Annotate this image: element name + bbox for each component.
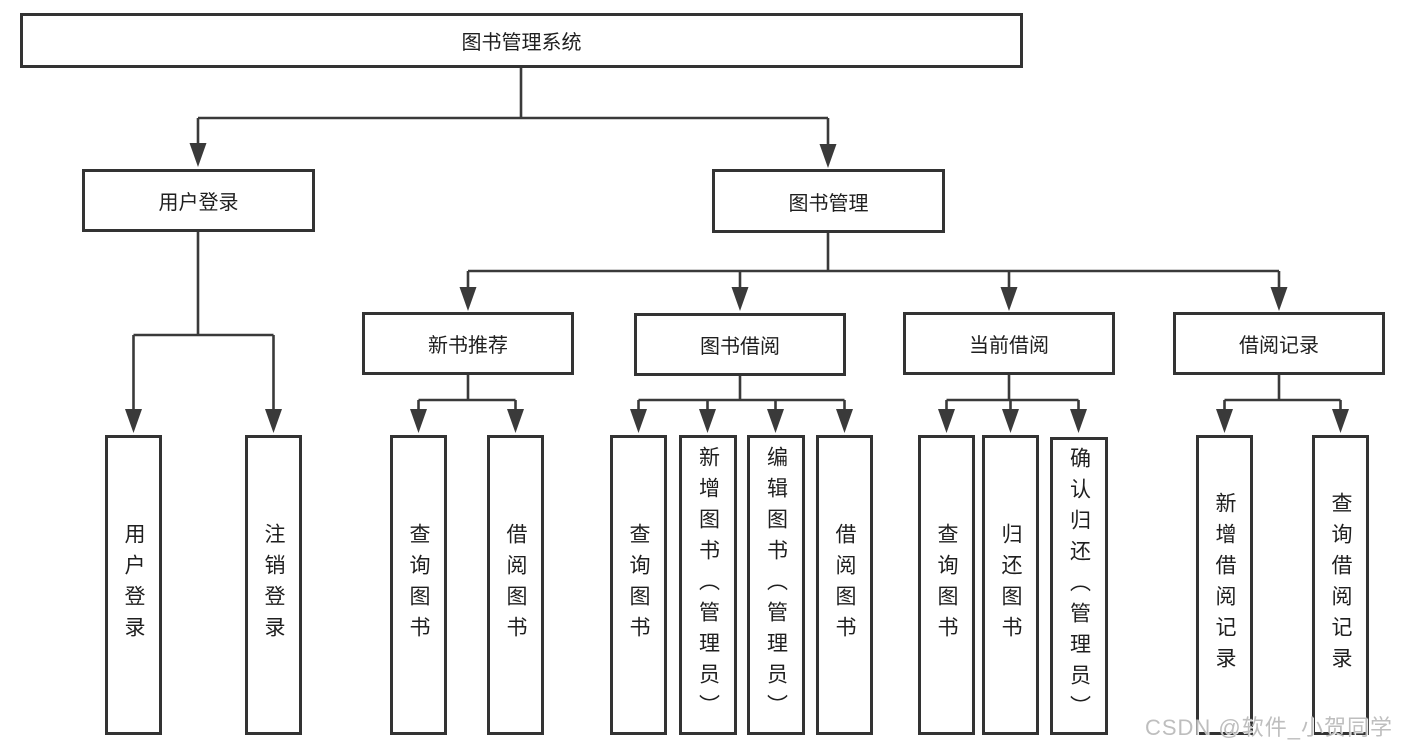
node-label: 图书借阅 bbox=[700, 336, 780, 358]
leaf-return-books: 归还图书 bbox=[982, 435, 1039, 735]
watermark: CSDN @软件_小贺同学 bbox=[1144, 715, 1393, 740]
leaf-query-books-borrow: 查询图书 bbox=[610, 435, 667, 735]
node-label: 新书推荐 bbox=[428, 335, 508, 357]
leaf-borrow-books: 借阅图书 bbox=[816, 435, 873, 735]
node-label: 查询图书 bbox=[407, 523, 430, 647]
node-label: 用户登录 bbox=[122, 523, 145, 647]
node-borrow-records: 借阅记录 bbox=[1173, 312, 1385, 375]
node-label: 确认归还（管理员） bbox=[1067, 446, 1091, 726]
node-root-system: 图书管理系统 bbox=[20, 13, 1023, 68]
leaf-borrow-books-recommend: 借阅图书 bbox=[487, 435, 544, 735]
node-label: 查询借阅记录 bbox=[1329, 492, 1352, 678]
node-label: 图书管理 bbox=[788, 192, 869, 215]
node-new-book-recommend: 新书推荐 bbox=[362, 312, 574, 375]
node-label: 归还图书 bbox=[999, 523, 1022, 647]
node-label: 编辑图书（管理员） bbox=[764, 445, 788, 725]
leaf-logout: 注销登录 bbox=[245, 435, 302, 735]
node-book-management: 图书管理 bbox=[712, 169, 945, 233]
node-label: 新增借阅记录 bbox=[1213, 492, 1236, 678]
node-book-borrow: 图书借阅 bbox=[634, 313, 846, 376]
node-label: 查询图书 bbox=[935, 523, 958, 647]
node-user-login: 用户登录 bbox=[82, 169, 315, 232]
leaf-user-login: 用户登录 bbox=[105, 435, 162, 735]
node-label: 用户登录 bbox=[158, 192, 239, 214]
leaf-edit-books-admin: 编辑图书（管理员） bbox=[747, 435, 805, 735]
leaf-query-books-current: 查询图书 bbox=[918, 435, 975, 735]
node-label: 当前借阅 bbox=[969, 335, 1049, 357]
leaf-query-books-recommend: 查询图书 bbox=[390, 435, 447, 735]
node-label: 借阅记录 bbox=[1239, 335, 1319, 357]
leaf-confirm-return-admin: 确认归还（管理员） bbox=[1050, 437, 1108, 735]
leaf-query-borrow-record: 查询借阅记录 bbox=[1312, 435, 1369, 735]
node-label: 新增图书（管理员） bbox=[696, 445, 720, 725]
arrowhead-icons bbox=[125, 143, 1349, 433]
node-label: 借阅图书 bbox=[833, 523, 856, 647]
node-label: 注销登录 bbox=[262, 523, 285, 647]
node-label: 借阅图书 bbox=[504, 523, 527, 647]
leaf-add-borrow-record: 新增借阅记录 bbox=[1196, 435, 1253, 735]
node-label: 查询图书 bbox=[627, 523, 650, 647]
leaf-add-books-admin: 新增图书（管理员） bbox=[679, 435, 737, 735]
node-current-borrow: 当前借阅 bbox=[903, 312, 1115, 375]
node-label: 图书管理系统 bbox=[461, 32, 582, 54]
